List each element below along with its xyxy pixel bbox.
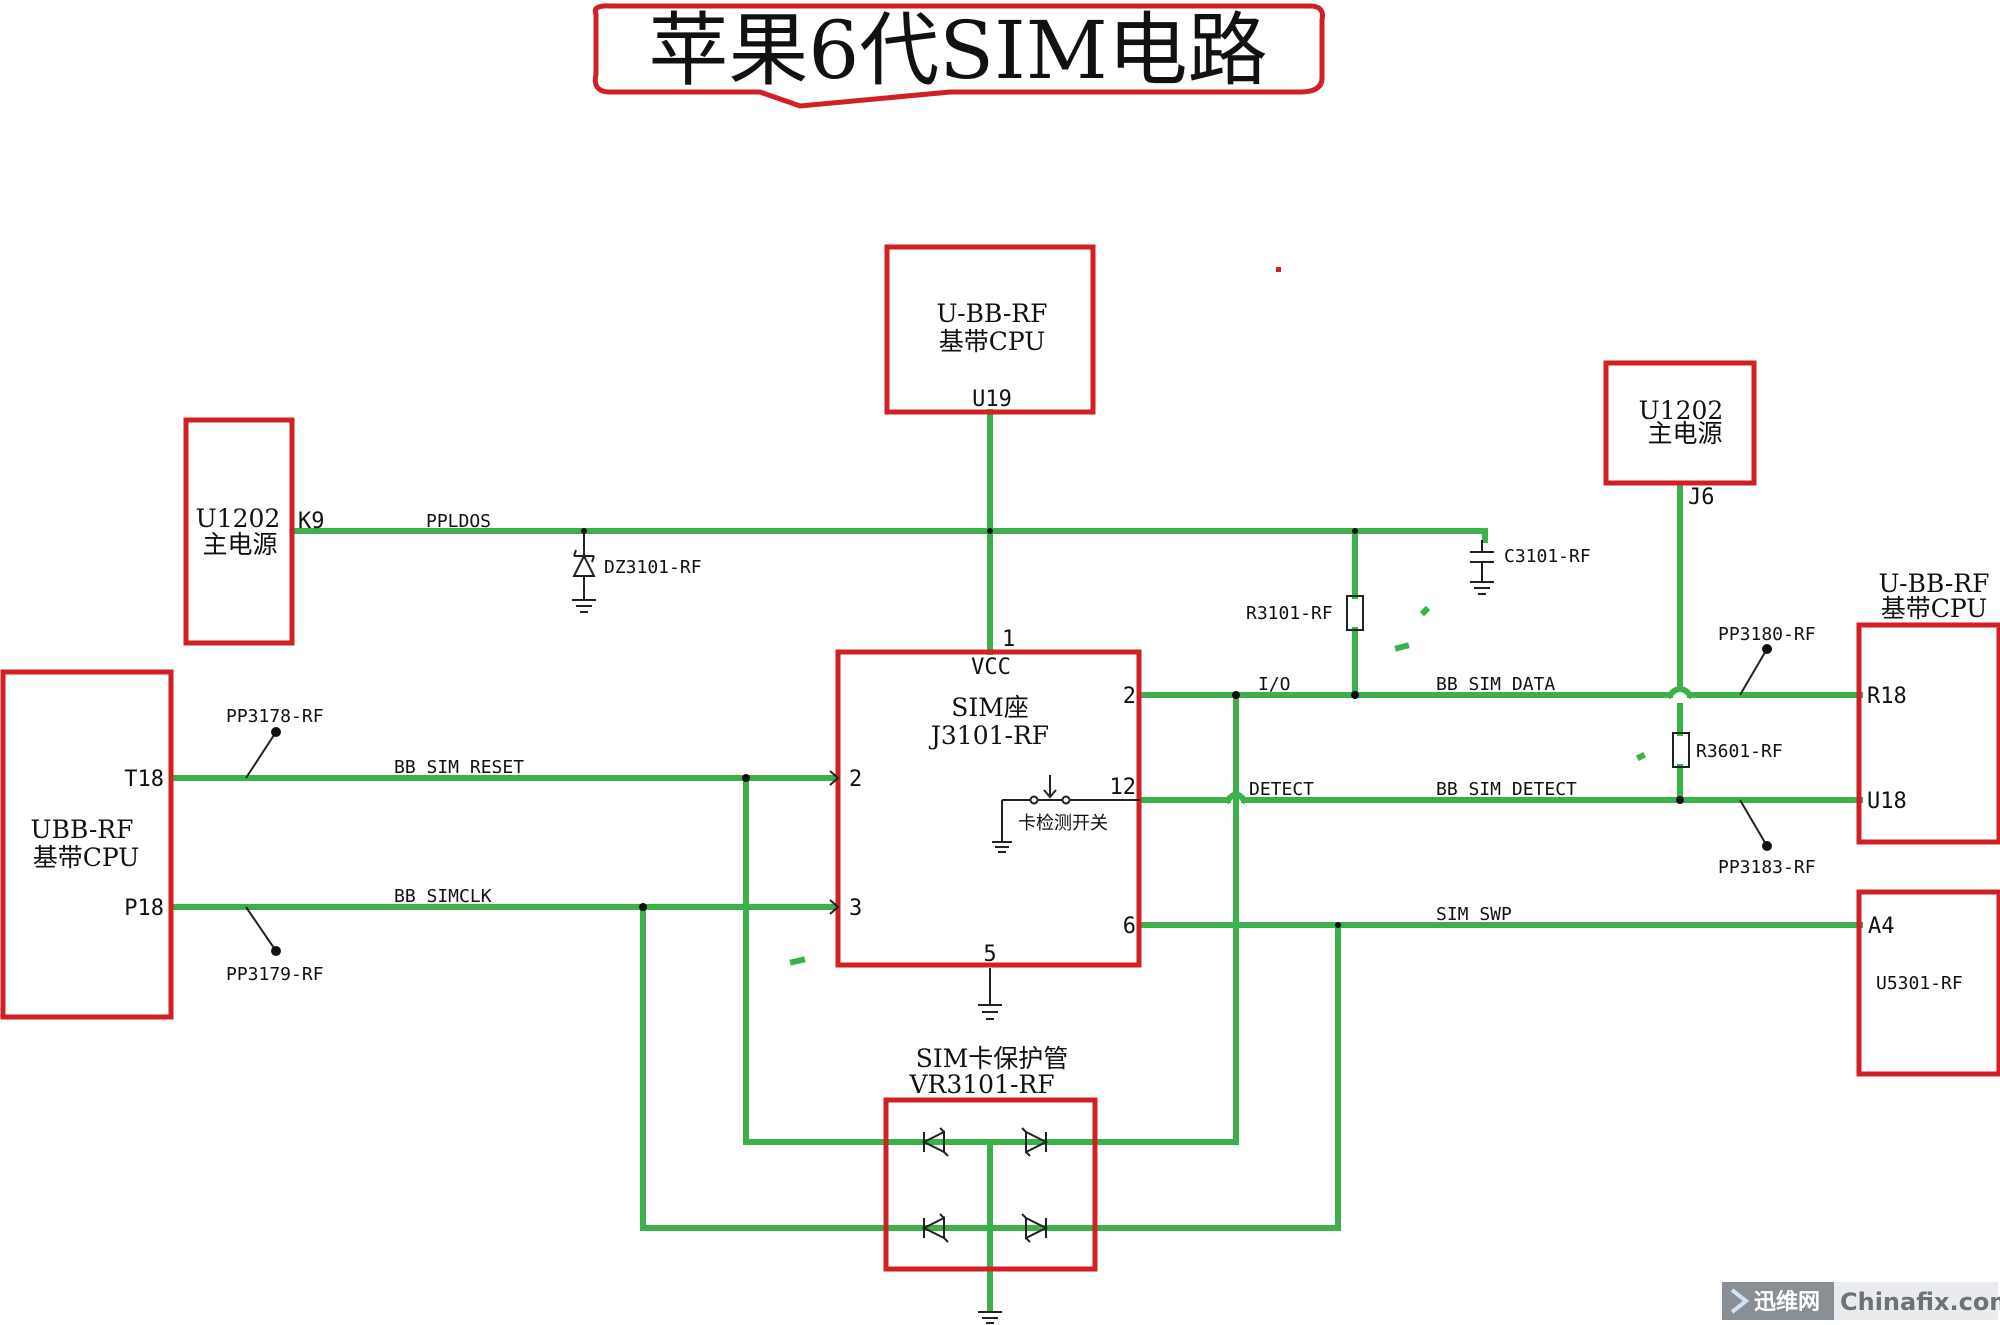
- net-sim-swp: SIM SWP: [1436, 904, 1512, 925]
- testpoint-pp3180: PP3180-RF: [1718, 624, 1816, 696]
- testpoint-pp3183: PP3183-RF: [1718, 799, 1816, 878]
- svg-text:J3101-RF: J3101-RF: [928, 721, 1049, 750]
- net-ppldos: PPLDOS: [426, 511, 491, 532]
- svg-text:P18: P18: [124, 896, 164, 921]
- svg-text:SIM卡保护管: SIM卡保护管: [916, 1044, 1069, 1073]
- block-bb-left: UBB-RF 基带CPU T18 P18: [0, 669, 174, 1020]
- block-bb-top: U-BB-RF 基带CPU U19: [884, 244, 1096, 415]
- capacitor-c3101: C3101-RF: [1470, 540, 1591, 595]
- svg-text:U1202: U1202: [1639, 396, 1724, 425]
- block-pmu-right: U1202 主电源 J6: [1603, 360, 1757, 510]
- svg-text:PP3183-RF: PP3183-RF: [1718, 857, 1816, 878]
- svg-text:基带CPU: 基带CPU: [939, 327, 1046, 356]
- svg-text:T18: T18: [124, 767, 164, 792]
- svg-text:UBB-RF: UBB-RF: [31, 815, 134, 844]
- svg-text:K9: K9: [298, 509, 325, 534]
- svg-text:U5301-RF: U5301-RF: [1876, 973, 1963, 994]
- zener-dz3101: DZ3101-RF: [572, 531, 702, 613]
- svg-text:C3101-RF: C3101-RF: [1504, 546, 1591, 567]
- testpoint-pp3179: PP3179-RF: [226, 906, 324, 985]
- svg-text:R18: R18: [1867, 684, 1907, 709]
- svg-text:卡检测开关: 卡检测开关: [1018, 813, 1108, 834]
- svg-text:2: 2: [1123, 684, 1136, 709]
- svg-text:12: 12: [1110, 775, 1137, 800]
- svg-text:PP3180-RF: PP3180-RF: [1718, 624, 1816, 645]
- net-io: I/O: [1258, 674, 1291, 695]
- svg-text:U1202: U1202: [196, 504, 281, 533]
- svg-text:5: 5: [983, 942, 996, 967]
- svg-text:基带CPU: 基带CPU: [33, 843, 140, 872]
- net-bb-sim-data: BB SIM DATA: [1436, 674, 1555, 695]
- svg-text:Chinafix.com: Chinafix.com: [1840, 1288, 2000, 1316]
- card-detect-switch-icon: [992, 775, 1140, 853]
- svg-text:3: 3: [849, 896, 862, 921]
- page-title: 苹果6代SIM电路: [648, 4, 1267, 97]
- block-sim-protector: SIM卡保护管 VR3101-RF: [883, 1044, 1098, 1324]
- svg-text:R3601-RF: R3601-RF: [1696, 741, 1783, 762]
- svg-text:主电源: 主电源: [202, 530, 277, 559]
- svg-text:PP3178-RF: PP3178-RF: [226, 706, 324, 727]
- svg-text:U19: U19: [972, 387, 1012, 412]
- svg-text:J6: J6: [1688, 485, 1715, 510]
- resistor-r3601: R3601-RF: [1672, 732, 1783, 768]
- net-detect: DETECT: [1249, 779, 1314, 800]
- net-bb-simclk: BB SIMCLK: [394, 886, 492, 907]
- svg-text:PP3179-RF: PP3179-RF: [226, 964, 324, 985]
- svg-text:VCC: VCC: [971, 655, 1011, 680]
- svg-text:U18: U18: [1867, 789, 1907, 814]
- svg-text:SIM座: SIM座: [951, 693, 1029, 722]
- tvs-diode-icon: [921, 1127, 1049, 1243]
- svg-text:U-BB-RF: U-BB-RF: [937, 299, 1048, 328]
- title-banner: [592, 3, 1325, 109]
- block-pmu-left: U1202 主电源 K9: [183, 417, 325, 646]
- block-bb-right: U-BB-RF 基带CPU R18 U18: [1856, 569, 2000, 845]
- resistor-r3101: R3101-RF: [1246, 595, 1364, 631]
- svg-text:DZ3101-RF: DZ3101-RF: [604, 557, 702, 578]
- svg-text:迅维网: 迅维网: [1754, 1289, 1820, 1315]
- svg-text:1: 1: [1002, 627, 1015, 652]
- net-bb-sim-detect: BB SIM DETECT: [1436, 779, 1577, 800]
- net-bb-sim-reset: BB SIM RESET: [394, 757, 524, 778]
- watermark: 迅维网 Chinafix.com: [1722, 1282, 2000, 1320]
- svg-text:2: 2: [849, 767, 862, 792]
- stray-mark: [1276, 267, 1281, 272]
- svg-text:A4: A4: [1868, 914, 1895, 939]
- wires: [169, 409, 1863, 1313]
- svg-text:VR3101-RF: VR3101-RF: [908, 1070, 1054, 1099]
- block-sim-socket: 1 VCC SIM座 J3101-RF 2 3 2 12 6 5 卡检测开关: [829, 627, 1142, 1020]
- ground-icon: [978, 968, 1002, 1020]
- svg-text:U-BB-RF: U-BB-RF: [1879, 569, 1990, 598]
- ground-icon: [978, 1311, 1002, 1324]
- block-nfc-u5301: A4 U5301-RF: [1856, 889, 2000, 1077]
- svg-text:主电源: 主电源: [1647, 419, 1722, 448]
- testpoint-pp3178: PP3178-RF: [226, 706, 324, 779]
- svg-text:6: 6: [1123, 914, 1136, 939]
- junctions: [581, 528, 1684, 928]
- svg-text:R3101-RF: R3101-RF: [1246, 603, 1333, 624]
- svg-text:基带CPU: 基带CPU: [1881, 594, 1988, 623]
